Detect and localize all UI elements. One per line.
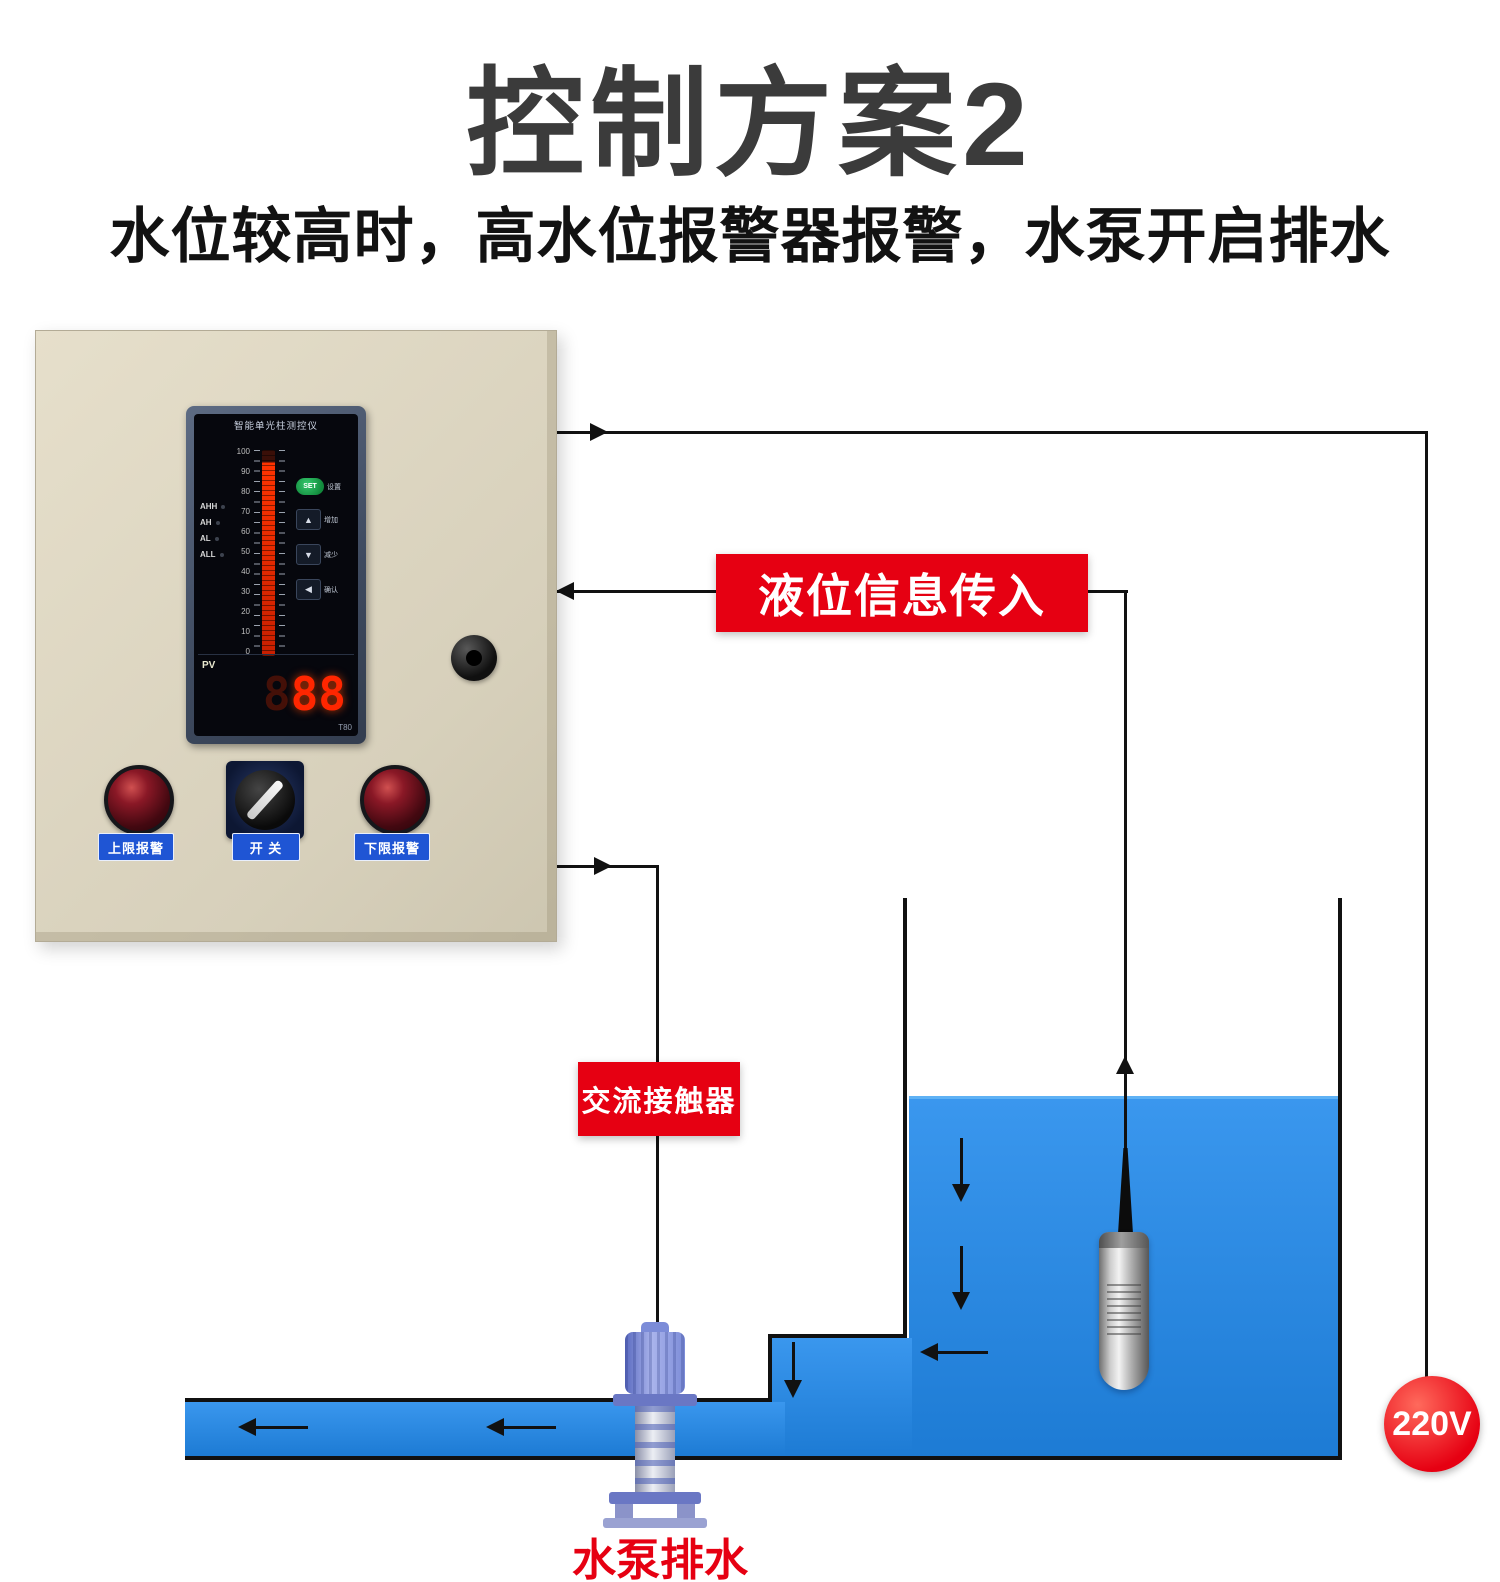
confirm-button: ◀ xyxy=(296,579,321,600)
pump-motor xyxy=(625,1332,685,1394)
signal-line-into-panel xyxy=(557,590,717,593)
connector-top-edge xyxy=(768,1334,907,1338)
voltage-badge: 220V xyxy=(1384,1376,1480,1472)
pump-top-flange xyxy=(613,1394,697,1406)
down-button: ▼ xyxy=(296,544,321,565)
flow-arrowhead-pipe-2 xyxy=(486,1418,504,1436)
meter-ticks-right xyxy=(279,450,285,656)
pump-foot-right xyxy=(677,1504,695,1518)
drain-pipe-water xyxy=(185,1402,785,1456)
up-button-row: ▲ 增加 xyxy=(296,509,356,530)
meter-model: T80 xyxy=(338,723,352,732)
flow-arrowhead-down-1 xyxy=(952,1184,970,1202)
switch-label: 开 关 xyxy=(232,833,300,861)
level-sensor xyxy=(1099,1232,1149,1390)
upper-alarm-light xyxy=(104,765,174,835)
pump-base-plate xyxy=(603,1518,707,1528)
flow-line-down-1 xyxy=(960,1138,963,1184)
up-button: ▲ xyxy=(296,509,321,530)
arrowhead-signal-up xyxy=(1116,1056,1134,1074)
pump-body xyxy=(635,1406,675,1492)
page-subtitle: 水位较高时，高水位报警器报警，水泵开启排水 xyxy=(109,203,1391,270)
switch-pointer xyxy=(245,779,285,821)
power-line-vertical xyxy=(1425,431,1428,1378)
flow-arrowhead-pipe-1 xyxy=(238,1418,256,1436)
flow-arrowhead-down-2 xyxy=(952,1292,970,1310)
lower-alarm-label: 下限报警 xyxy=(354,833,430,861)
set-button: SET xyxy=(296,478,324,495)
ac-contactor-box: 交流接触器 xyxy=(578,1062,740,1136)
meter-ticks-left xyxy=(254,450,260,656)
down-button-row: ▼ 减少 xyxy=(296,544,356,565)
pv-label: PV xyxy=(202,660,216,671)
confirm-button-row: ◀ 确认 xyxy=(296,579,356,600)
power-switch xyxy=(226,761,304,839)
tank-and-pipe-bottom xyxy=(185,1456,1342,1460)
seven-segment-display: 8 88 xyxy=(216,664,352,724)
meter-buttons: SET 设置 ▲ 增加 ▼ 减少 ◀ 确认 xyxy=(296,478,356,614)
display-ghost-digit: 8 xyxy=(262,667,291,721)
meter-divider xyxy=(198,654,354,656)
page-title: 控制方案2 xyxy=(466,59,1034,191)
set-button-caption: 设置 xyxy=(327,483,341,491)
sensor-signal-line xyxy=(1124,590,1127,1152)
water-pump xyxy=(585,1322,735,1534)
pump-foot-left xyxy=(615,1504,633,1518)
power-line-horizontal xyxy=(555,431,1428,434)
cable-gland xyxy=(451,635,497,681)
pump-caption: 水泵排水 xyxy=(572,1536,748,1582)
flow-arrowhead-down-connector xyxy=(784,1380,802,1398)
down-button-caption: 减少 xyxy=(324,551,338,559)
flow-line-down-connector xyxy=(792,1342,795,1380)
tank-left-wall xyxy=(903,898,907,1338)
flow-line-down-2 xyxy=(960,1246,963,1292)
pipe-top-edge xyxy=(185,1398,772,1402)
set-button-row: SET 设置 xyxy=(296,478,356,495)
arrowhead-into-panel xyxy=(556,582,574,600)
pump-cap xyxy=(641,1322,669,1334)
cable-gland-hole xyxy=(466,650,482,666)
confirm-button-caption: 确认 xyxy=(324,586,338,594)
led-column xyxy=(262,450,275,656)
pump-base-flange xyxy=(609,1492,701,1504)
arrowhead-power-right xyxy=(590,423,608,441)
level-info-box: 液位信息传入 xyxy=(716,554,1088,632)
upper-alarm-label: 上限报警 xyxy=(98,833,174,861)
flow-arrowhead-left-tank xyxy=(920,1343,938,1361)
display-value: 88 xyxy=(290,667,346,721)
flow-line-left-tank xyxy=(936,1351,988,1354)
meter-title: 智能单光柱测控仪 xyxy=(233,421,318,432)
flow-line-pipe-2 xyxy=(502,1426,556,1429)
switch-knob xyxy=(235,770,295,830)
signal-line-horizontal xyxy=(1086,590,1128,593)
up-button-caption: 增加 xyxy=(324,516,338,524)
arrowhead-pump-right xyxy=(594,857,612,875)
flow-line-pipe-1 xyxy=(254,1426,308,1429)
connector-left-edge xyxy=(768,1334,772,1402)
lower-alarm-light xyxy=(360,765,430,835)
tank-right-wall xyxy=(1338,898,1342,1460)
